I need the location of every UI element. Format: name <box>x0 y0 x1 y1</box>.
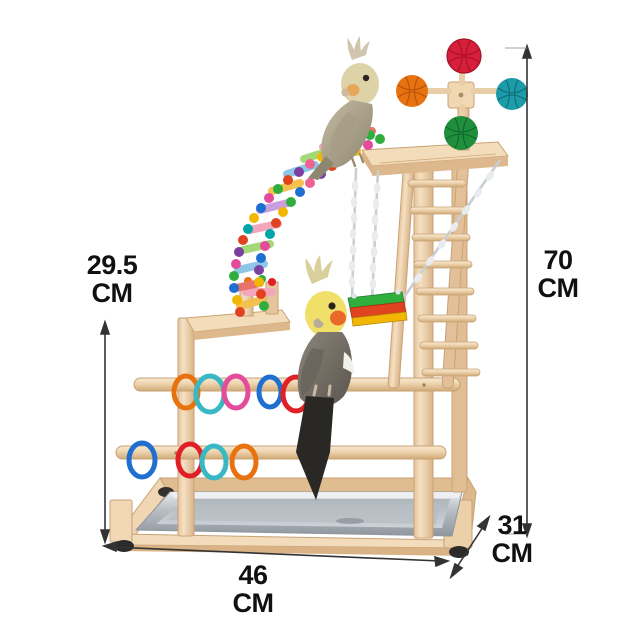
lower-perch-bar <box>115 445 447 460</box>
wing <box>300 348 324 396</box>
left-post <box>177 317 195 537</box>
feet <box>350 152 365 168</box>
swing-slat-yellow <box>351 311 408 327</box>
hanging-swing <box>347 159 502 327</box>
cheek-patch <box>330 310 346 326</box>
ring-pink <box>221 373 251 411</box>
cockatiel-top <box>308 36 379 180</box>
upper-perch-bar <box>133 377 461 392</box>
dim-line-perch-height <box>99 319 111 545</box>
ring-set-upper <box>171 373 312 415</box>
tail <box>308 156 334 180</box>
ball-green <box>444 116 478 150</box>
wing-patch <box>343 352 354 374</box>
cockatiel-lower <box>296 255 354 500</box>
ball-teal <box>496 78 528 110</box>
dim-line-height <box>521 43 533 539</box>
tail <box>296 396 334 500</box>
dimension-label-perch-height: 29.5 CM <box>86 250 138 308</box>
beak <box>341 88 350 97</box>
ring-teal-2 <box>199 443 229 481</box>
pinwheel-toy <box>396 38 528 151</box>
ball-orange <box>396 75 428 107</box>
head <box>341 63 379 105</box>
crest <box>347 36 370 60</box>
dimension-label-height: 70 CM <box>537 245 580 303</box>
ring-orange-2 <box>229 443 259 481</box>
eye <box>362 74 370 82</box>
eye <box>328 302 336 310</box>
top-platform <box>361 141 509 176</box>
base-frame <box>109 476 477 558</box>
dim-line-width <box>101 540 451 568</box>
dimension-label-width: 46 CM <box>232 560 275 618</box>
dimension-lines <box>99 43 533 580</box>
rattan-balls <box>396 38 528 150</box>
ball-red <box>447 39 481 73</box>
wing <box>329 112 356 156</box>
dimension-label-depth: 31 CM <box>491 510 534 568</box>
ring-blue-2 <box>126 440 158 480</box>
caster-front-left <box>114 540 134 552</box>
dim-line-depth <box>449 514 491 580</box>
ring-set-lower <box>126 440 259 481</box>
beak <box>313 318 324 328</box>
chain-links <box>348 171 495 290</box>
feet <box>312 384 332 397</box>
stainless-steel-tray <box>134 491 463 537</box>
crest <box>305 255 333 284</box>
